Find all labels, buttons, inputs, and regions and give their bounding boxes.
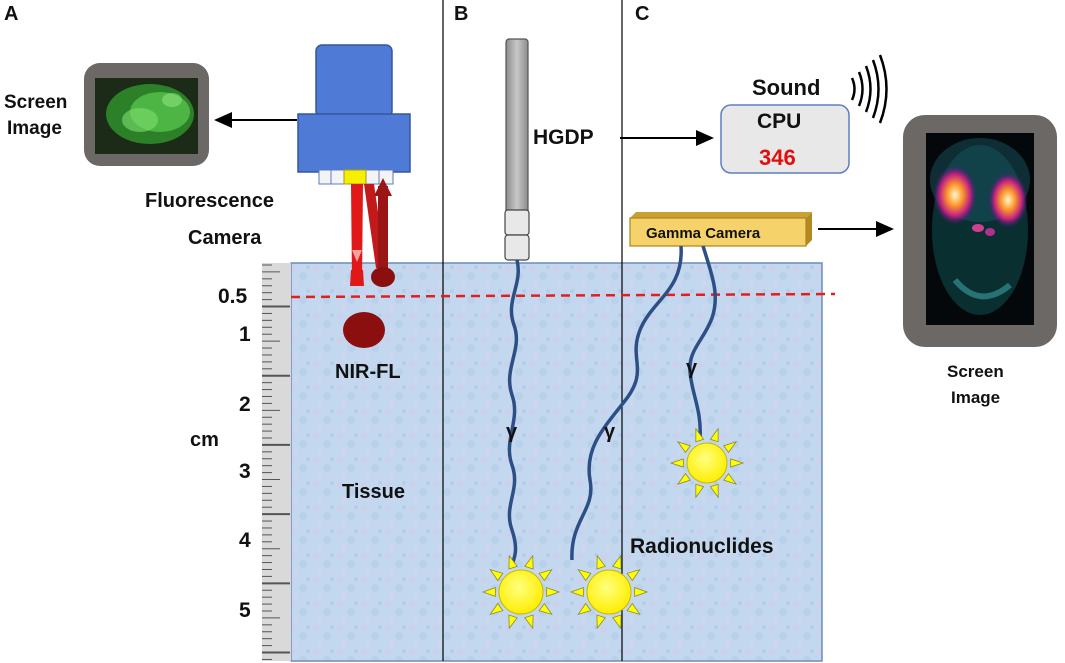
panel-label-c: C [635,3,649,25]
panel-label-b: B [454,3,468,25]
nir-dot-deep [343,312,385,348]
sun-ray [626,568,641,582]
sun-ray [538,602,553,616]
gamma-symbol-c2: γ [686,357,698,379]
excitation-beam [350,184,364,286]
camera-label: Fluorescence Camera [145,190,280,249]
sun-ray [577,602,592,616]
sun-ray [723,472,738,485]
sun-ray [730,458,745,468]
sun-ray [676,441,691,454]
ruler-label: 4 [239,529,251,552]
sun-ray [569,587,584,597]
sun-ray [709,483,719,499]
sun-core [686,442,728,484]
sun-ray [596,554,606,570]
screen-label-a: Screen Image [4,92,73,139]
sun-ray [481,587,496,597]
hgdp-probe [504,38,530,261]
gamma-camera-label: Gamma Camera [646,225,761,242]
sun-ray [695,427,705,443]
ruler-ticks [262,264,290,660]
fluorescence-camera [297,44,411,185]
sun-ray [612,554,622,570]
sound-label: Sound [752,75,820,100]
ruler-label: 0.5 [218,285,248,308]
sun-ray [546,587,561,597]
sound-waves-icon [850,54,888,124]
gamma-symbol-c1: γ [604,421,616,443]
sun-ray [612,614,622,630]
gamma-path-c2 [688,245,717,441]
radionuclides-label: Radionuclides [630,535,774,558]
radionuclide-sun-c2 [669,427,745,499]
ruler-label: 3 [239,460,251,483]
gamma-screen-image [903,115,1057,347]
sun-ray [709,427,719,443]
depth-cutoff-line [290,292,836,299]
panel-label-a: A [4,3,18,25]
nir-dot-surface [371,267,395,287]
sun-ray [577,568,592,582]
sun-ray [489,602,504,616]
fluorescence-screen-image [84,63,209,166]
radionuclide-sun-b [481,554,561,630]
ruler-unit-label: cm [190,429,219,451]
sun-ray [695,483,705,499]
tissue-label: Tissue [342,481,405,503]
gamma-path-b [507,259,520,563]
sun-core [586,569,632,615]
sun-ray [676,472,691,485]
ruler-label: 1 [239,323,251,346]
depth-ruler [262,263,291,661]
cpu-box [720,104,850,174]
ruler-label: 2 [239,393,251,416]
hgdp-label: HGDP [533,126,594,149]
sun-ray [538,568,553,582]
sun-ray [508,614,518,630]
emission-beam [364,178,392,268]
sun-ray [634,587,649,597]
sun-ray [524,614,534,630]
screen-label-c: Screen Image [947,362,1008,407]
sun-ray [596,614,606,630]
sun-ray [669,458,684,468]
sun-ray [524,554,534,570]
cpu-count: 346 [759,145,796,170]
gamma-path-c1 [570,245,683,561]
nir-label: NIR-FL [335,361,401,383]
sun-ray [489,568,504,582]
sun-ray [626,602,641,616]
ruler-label: 5 [239,599,251,622]
radionuclide-sun-c1 [569,554,649,630]
cpu-label: CPU [757,110,801,133]
gamma-symbol-b: γ [506,421,518,443]
sun-ray [723,441,738,454]
gamma-camera-device [629,212,812,247]
sun-core [498,569,544,615]
sun-ray [508,554,518,570]
ruler-labels: 0.5 1 2 3 4 5 [218,285,251,622]
